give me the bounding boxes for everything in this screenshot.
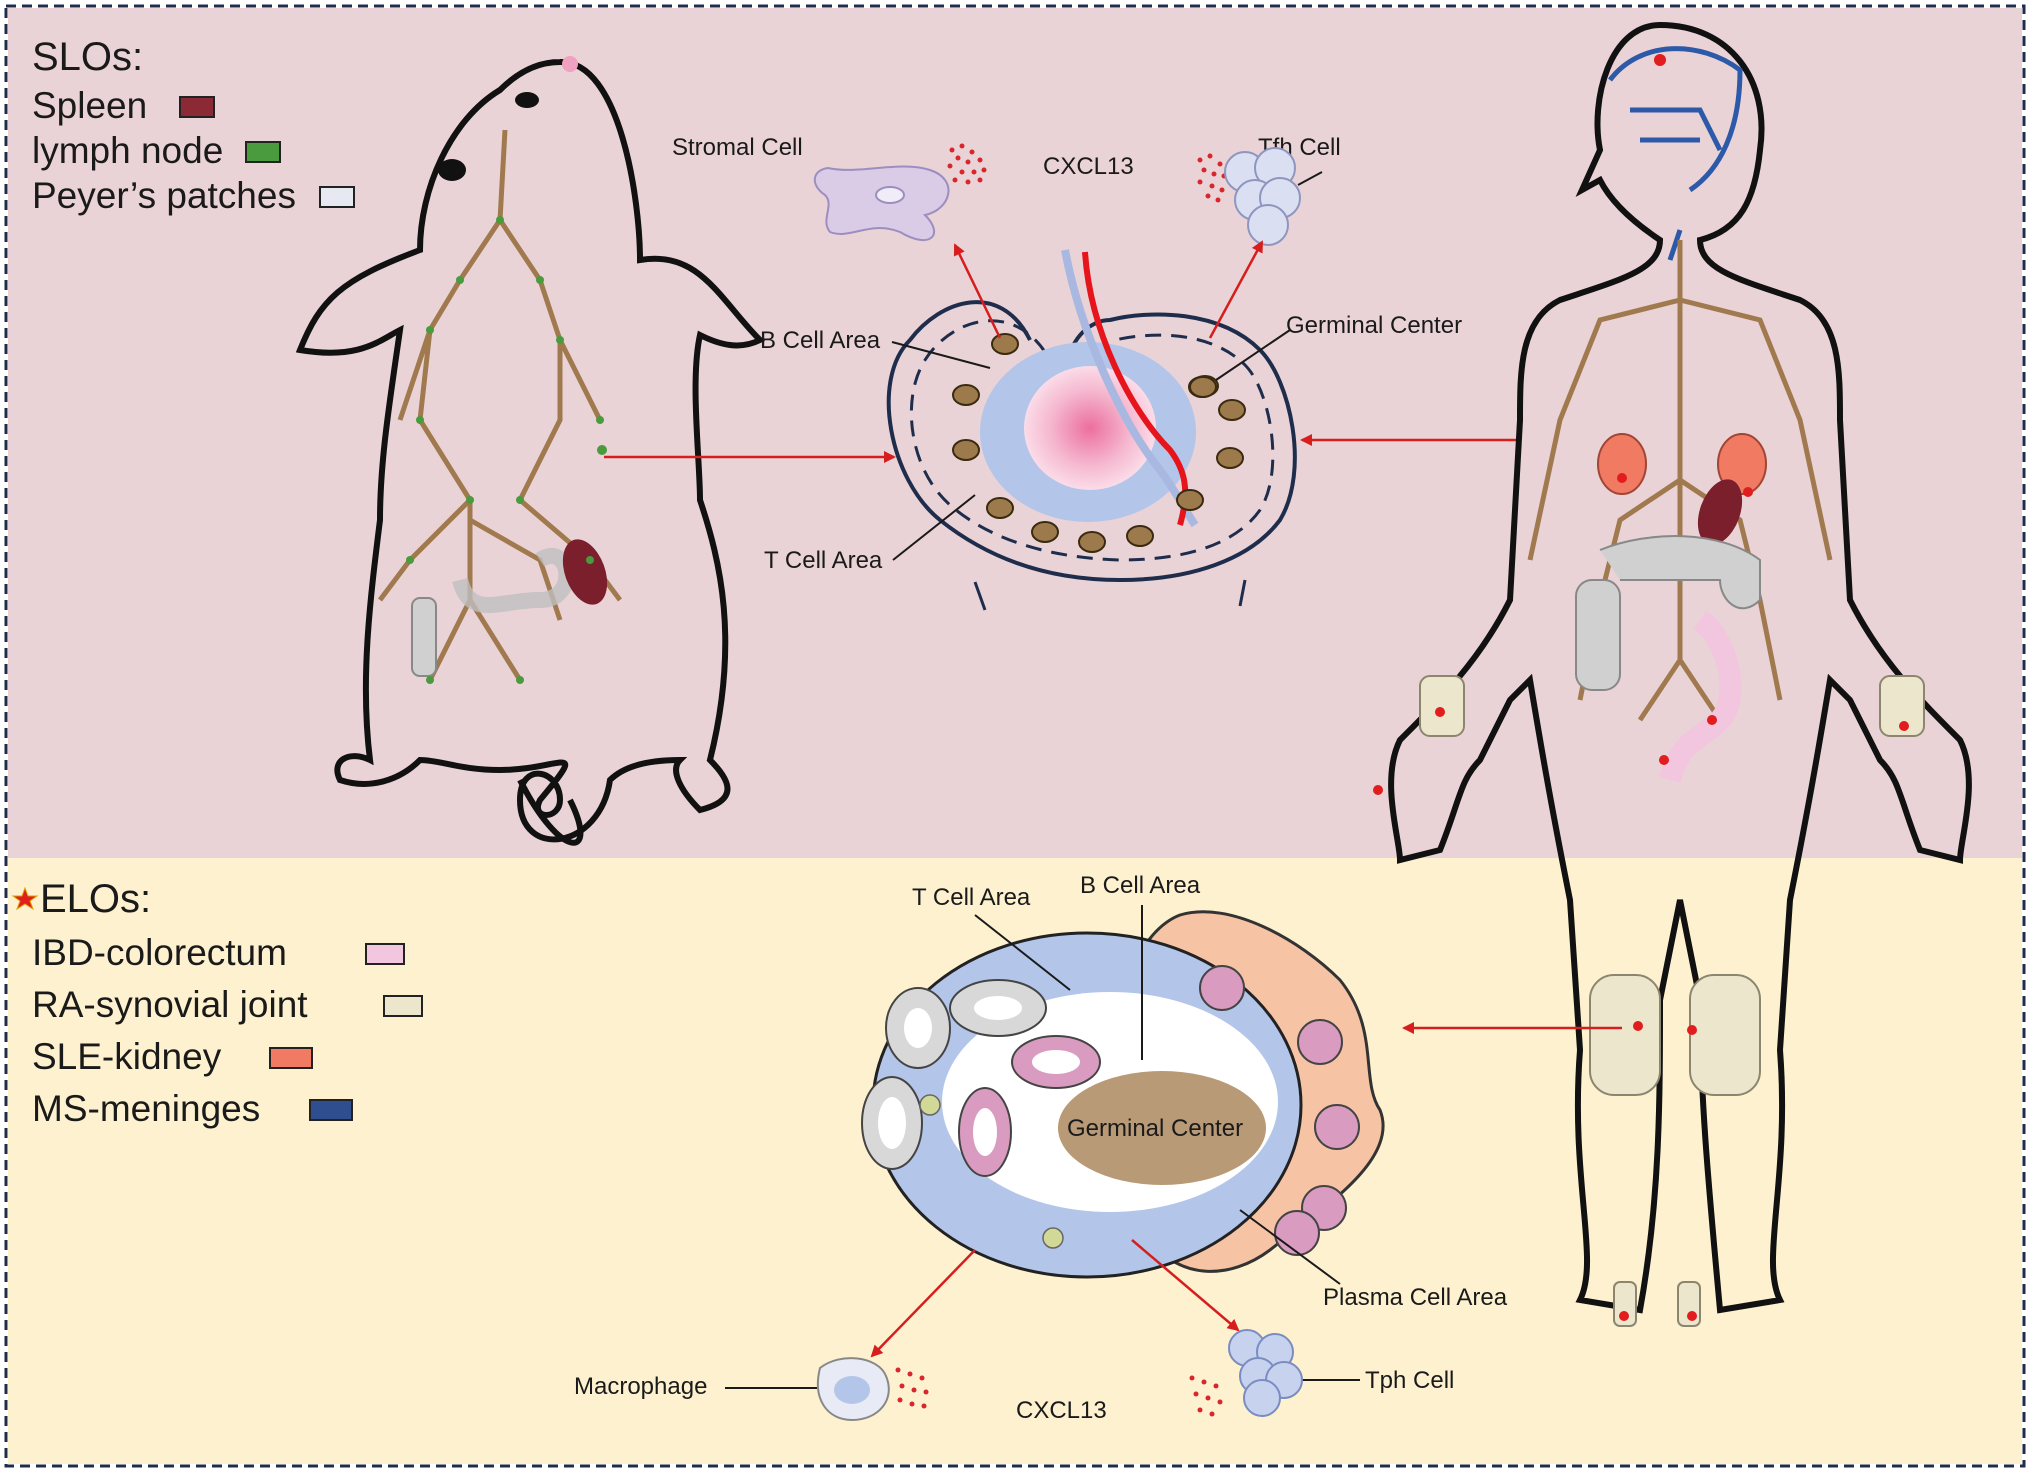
human-body-outline	[1388, 21, 1972, 1314]
dendritic-cells	[919, 1094, 1064, 1249]
label-b-cell-area-bottom: B Cell Area	[1080, 872, 1201, 899]
label-t-cell-area-bottom: T Cell Area	[912, 884, 1031, 911]
label-tph-cell: Tph Cell	[1365, 1367, 1454, 1394]
legend-swatch-spleen	[179, 96, 215, 118]
lymph-node-sinus	[909, 319, 1275, 562]
human-kidney-left	[1597, 433, 1647, 495]
cxcl13-dots-tfh	[1197, 153, 1227, 203]
mouse-body-outline	[295, 58, 766, 843]
legend-swatch-ibd	[365, 943, 405, 965]
tfh-leader-line	[1297, 171, 1323, 186]
elo-leader-lines	[725, 905, 1360, 1389]
meninges	[1608, 46, 1743, 261]
tfh-cell-icon	[1224, 147, 1301, 246]
stromal-cell-icon	[813, 165, 950, 242]
human-spleen	[1697, 479, 1743, 545]
human-intestine	[1599, 535, 1761, 610]
cxcl13-dots-macrophage	[895, 1367, 929, 1409]
elo-germinal-center-region	[1058, 1071, 1266, 1185]
label-b-cell-area-top: B Cell Area	[760, 327, 881, 354]
human-illustration	[1373, 21, 1972, 1327]
arrow-to-tph	[1131, 1239, 1240, 1332]
legend-swatch-ms	[309, 1099, 353, 1121]
arrow-to-macrophage	[870, 1249, 976, 1358]
label-cxcl13-top: CXCL13	[1043, 153, 1134, 180]
legend-swatch-lymph-node	[245, 141, 281, 163]
figure-border	[4, 4, 2026, 1468]
human-colorectum	[1659, 610, 1742, 784]
joint-wrist-right	[1879, 675, 1925, 737]
hev-lumens	[878, 996, 1080, 1156]
legend-label-ra: RA-synovial joint	[32, 984, 308, 1025]
label-macrophage: Macrophage	[574, 1373, 707, 1400]
mouse-lymph-nodes	[406, 216, 607, 684]
human-peyers-patch	[1575, 579, 1621, 691]
mouse-eye-icon	[515, 92, 539, 108]
joint-knee-left	[1589, 974, 1661, 1096]
mouse-tail	[517, 778, 584, 846]
elo-structure	[861, 910, 1385, 1279]
joint-knee-right	[1689, 974, 1761, 1096]
legend-label-peyers-patches: Peyer’s patches	[32, 175, 296, 216]
legend-label-ibd: IBD-colorectum	[32, 932, 287, 973]
label-stromal-cell: Stromal Cell	[672, 134, 803, 161]
cxcl13-dots-tph	[1189, 1375, 1223, 1417]
legend-swatch-peyers-patches	[319, 186, 355, 208]
label-t-cell-area-top: T Cell Area	[764, 547, 883, 574]
stromal-cell-nucleus	[875, 186, 905, 204]
cxcl13-dots-stromal	[947, 143, 987, 185]
tph-cell-icon	[1228, 1329, 1303, 1417]
slo-lymph-node	[886, 249, 1297, 611]
germinal-center-region	[1024, 366, 1156, 490]
elo-legend-title: ELOs:	[40, 877, 151, 921]
label-germinal-center-bottom: Germinal Center	[1067, 1115, 1243, 1142]
lymph-node-afferent	[973, 579, 1247, 611]
germinal-center-cell	[1189, 376, 1217, 398]
arrow-to-tfh	[1208, 240, 1264, 339]
arrow-to-stromal	[953, 243, 1002, 339]
label-plasma-cell-area: Plasma Cell Area	[1323, 1284, 1508, 1311]
slo-leader-lines	[891, 329, 1291, 561]
legend-label-ms: MS-meninges	[32, 1088, 260, 1129]
elo-star-icons	[1373, 54, 1909, 1321]
mouse-peyers-patch	[411, 597, 437, 677]
legend-label-sle: SLE-kidney	[32, 1036, 222, 1077]
mouse-ear-icon	[438, 159, 466, 181]
legend-label-lymph-node: lymph node	[32, 130, 223, 171]
slo-legend: SLOs: Spleen lymph node Peyer’s patches	[32, 35, 355, 216]
label-germinal-center-top: Germinal Center	[1286, 312, 1462, 339]
mouse-spleen	[562, 539, 608, 605]
mouse-illustration	[295, 56, 766, 846]
elo-legend: ELOs: IBD-colorectum RA-synovial joint S…	[11, 877, 423, 1129]
mouse-nose-icon	[562, 56, 578, 72]
mouse-intestine	[452, 548, 575, 613]
legend-swatch-ra	[383, 995, 423, 1017]
human-kidney-right	[1717, 433, 1767, 495]
label-cxcl13-bottom: CXCL13	[1016, 1397, 1107, 1424]
macrophage-icon	[816, 1357, 890, 1422]
slo-legend-title: SLOs:	[32, 35, 143, 79]
joint-wrist-left	[1419, 675, 1465, 737]
legend-swatch-sle	[269, 1047, 313, 1069]
star-icon	[11, 886, 39, 911]
legend-label-spleen: Spleen	[32, 85, 147, 126]
lymph-node-capsule	[886, 300, 1297, 583]
